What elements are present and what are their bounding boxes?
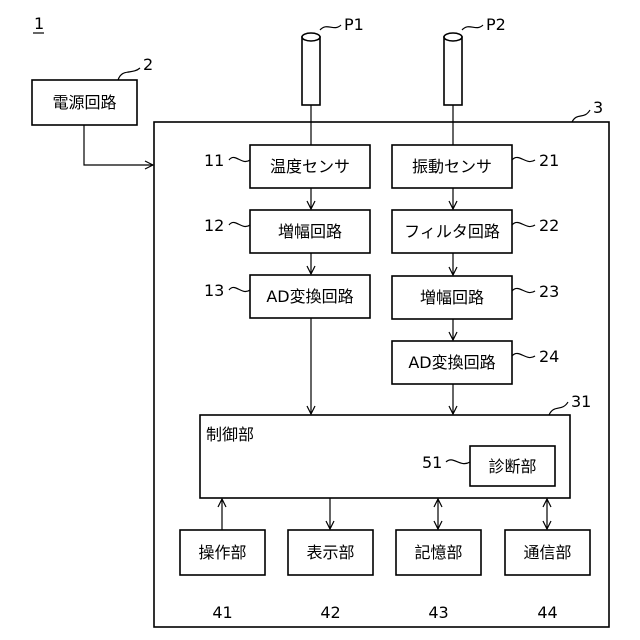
device-ref: 3	[593, 98, 603, 117]
probe-p1-label: P1	[344, 15, 364, 34]
probe-p1	[302, 33, 320, 148]
vib-sensor-label: 振動センサ	[412, 157, 492, 176]
control-label: 制御部	[206, 425, 254, 444]
diagnosis-label: 診断部	[488, 457, 536, 476]
vib-amp-leader	[512, 288, 535, 292]
communication-ref: 44	[537, 603, 557, 622]
temp-sensor-leader	[229, 157, 250, 161]
power-circuit-label: 電源回路	[52, 93, 116, 112]
communication-label: 通信部	[523, 543, 571, 562]
display-label: 表示部	[306, 543, 354, 562]
storage-label: 記憶部	[414, 543, 462, 562]
temp-ad-leader	[229, 287, 250, 291]
vib-filter-ref: 22	[539, 216, 559, 235]
vib-ad-label: AD変換回路	[408, 353, 495, 372]
temp-ad-label: AD変換回路	[266, 287, 353, 306]
control-leader	[549, 402, 568, 415]
probe-p2-label: P2	[486, 15, 506, 34]
temp-amp-ref: 12	[204, 216, 224, 235]
power-circuit-leader	[118, 68, 140, 80]
operation-ref: 41	[212, 603, 232, 622]
diagnosis-ref: 51	[422, 453, 442, 472]
vib-sensor-ref: 21	[539, 151, 559, 170]
device-leader	[572, 110, 590, 122]
temp-ad-ref: 13	[204, 281, 224, 300]
vib-sensor-leader	[512, 157, 535, 161]
vib-amp-ref: 23	[539, 282, 559, 301]
display-ref: 42	[320, 603, 340, 622]
temp-sensor-ref: 11	[204, 151, 224, 170]
temp-sensor-label: 温度センサ	[270, 157, 350, 176]
vib-ad-leader	[512, 353, 535, 357]
vib-ad-ref: 24	[539, 347, 559, 366]
vib-filter-leader	[512, 222, 535, 226]
temp-amp-leader	[229, 222, 250, 226]
probe-p2	[444, 33, 462, 148]
operation-label: 操作部	[198, 543, 246, 562]
probe-p1-leader	[320, 25, 341, 30]
storage-ref: 43	[428, 603, 448, 622]
power-circuit-ref: 2	[143, 55, 153, 74]
vib-amp-label: 増幅回路	[420, 288, 484, 307]
temp-amp-label: 増幅回路	[278, 222, 342, 241]
vib-filter-label: フィルタ回路	[404, 222, 500, 241]
probe-p2-leader	[462, 25, 483, 30]
control-ref: 31	[571, 392, 591, 411]
power-arrow	[84, 125, 153, 165]
figure-number: 1	[34, 14, 44, 33]
